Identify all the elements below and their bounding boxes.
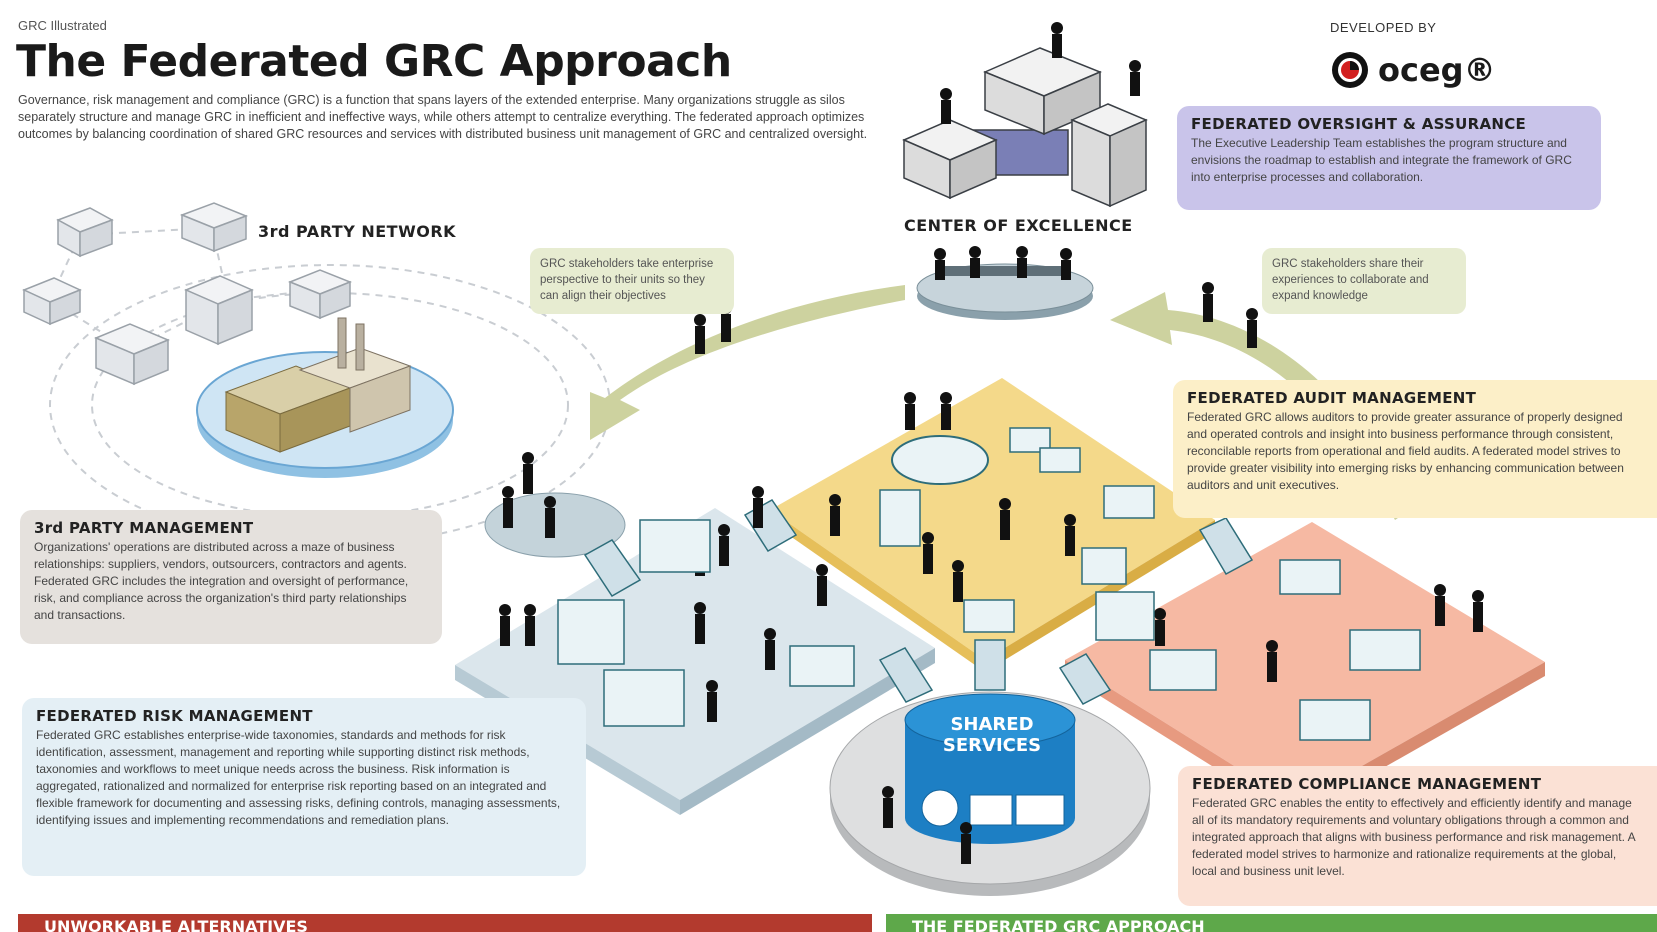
developed-by-label: DEVELOPED BY bbox=[1330, 20, 1437, 35]
risk-title: FEDERATED RISK MANAGEMENT bbox=[36, 707, 313, 725]
audit-callout: FEDERATED AUDIT MANAGEMENT Federated GRC… bbox=[1173, 380, 1657, 518]
executive-buildings bbox=[902, 47, 1148, 208]
third-party-callout: 3rd PARTY MANAGEMENT Organizations' oper… bbox=[20, 510, 442, 644]
stakeholder-collaboration-bubble: GRC stakeholders share their experiences… bbox=[1262, 248, 1466, 314]
kicker-text: GRC Illustrated bbox=[18, 18, 107, 33]
third-party-title: 3rd PARTY MANAGEMENT bbox=[34, 519, 254, 537]
oversight-callout: FEDERATED OVERSIGHT & ASSURANCE The Exec… bbox=[1177, 106, 1601, 210]
office-equipment bbox=[557, 427, 1421, 741]
compliance-body: Federated GRC enables the entity to effe… bbox=[1192, 796, 1635, 878]
stakeholder-perspective-bubble: GRC stakeholders take enterprise perspec… bbox=[530, 248, 734, 314]
shared-services-line1: SHARED bbox=[950, 714, 1034, 735]
factory-platform bbox=[196, 317, 454, 478]
audit-body: Federated GRC allows auditors to provide… bbox=[1187, 410, 1624, 492]
coe-meeting-platform bbox=[916, 263, 1094, 320]
compliance-callout: FEDERATED COMPLIANCE MANAGEMENT Federate… bbox=[1178, 766, 1657, 906]
oversight-title: FEDERATED OVERSIGHT & ASSURANCE bbox=[1191, 115, 1527, 133]
federated-approach-bar: THE FEDERATED GRC APPROACH bbox=[886, 914, 1657, 932]
risk-body: Federated GRC establishes enterprise-wid… bbox=[36, 728, 561, 827]
center-of-excellence-label: CENTER OF EXCELLENCE bbox=[904, 216, 1133, 235]
shared-services-platform bbox=[829, 691, 1151, 896]
oversight-body: The Executive Leadership Team establishe… bbox=[1191, 136, 1572, 184]
shared-services-line2: SERVICES bbox=[942, 735, 1042, 756]
compliance-title: FEDERATED COMPLIANCE MANAGEMENT bbox=[1192, 775, 1542, 793]
page-title: The Federated GRC Approach bbox=[16, 36, 732, 87]
right-curved-arrow bbox=[1110, 292, 1410, 520]
third-party-body: Organizations' operations are distribute… bbox=[34, 540, 409, 622]
shared-services-label: SHARED SERVICES bbox=[930, 714, 1054, 756]
risk-callout: FEDERATED RISK MANAGEMENT Federated GRC … bbox=[22, 698, 586, 876]
stakeholder-figures bbox=[499, 22, 1484, 864]
oceg-logo[interactable]: oceg® bbox=[1330, 50, 1496, 90]
unworkable-alternatives-bar: UNWORKABLE ALTERNATIVES bbox=[18, 914, 872, 932]
third-party-network-label: 3rd PARTY NETWORK bbox=[258, 222, 457, 241]
audit-title: FEDERATED AUDIT MANAGEMENT bbox=[1187, 389, 1477, 407]
intro-paragraph: Governance, risk management and complian… bbox=[18, 93, 868, 141]
oceg-logo-text: oceg® bbox=[1378, 51, 1496, 89]
oceg-logo-icon bbox=[1332, 52, 1368, 88]
left-curved-arrow bbox=[590, 285, 905, 440]
partner-buildings bbox=[22, 202, 353, 386]
